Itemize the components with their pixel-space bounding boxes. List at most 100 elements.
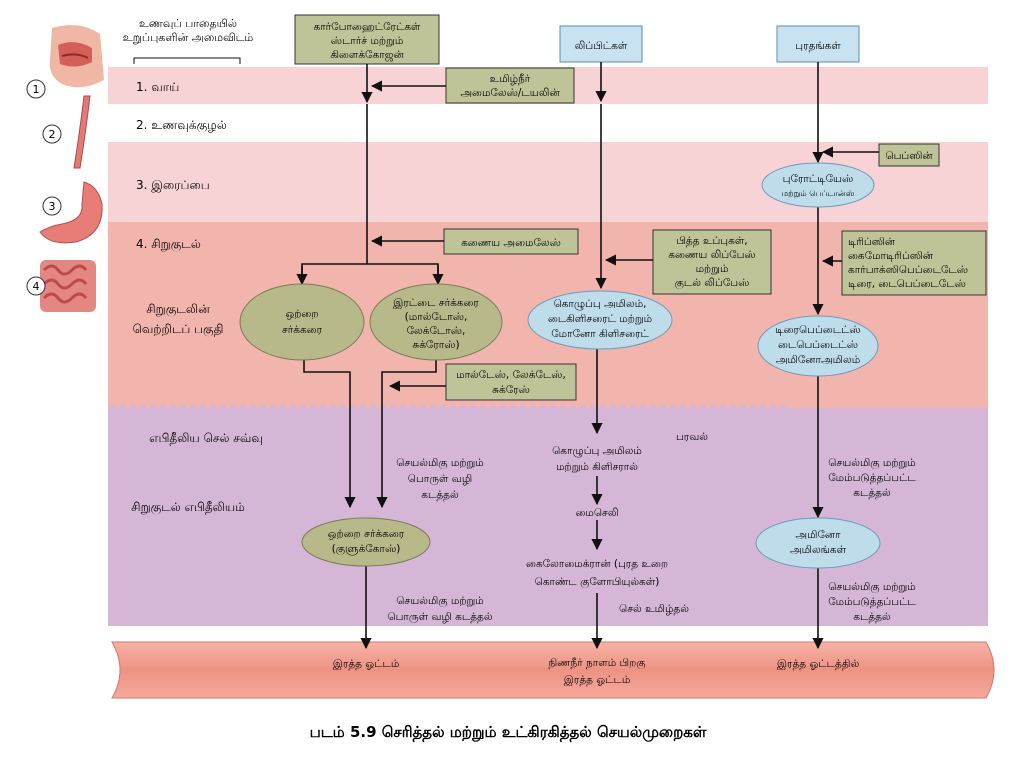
zone-epithelial-border: எபிதீலிய செல் சவ்வு xyxy=(149,431,263,445)
svg-text:கைலோமைக்ரான் (புரத உறை: கைலோமைக்ரான் (புரத உறை xyxy=(526,558,668,570)
zone-epithelium: சிறுகுடல் எபிதீலியம் xyxy=(131,500,245,515)
organ-number-4: 4 xyxy=(26,276,46,296)
svg-text:மால்டேஸ், லேக்டேஸ்,: மால்டேஸ், லேக்டேஸ், xyxy=(456,369,566,381)
svg-text:செயல்மிகு மற்றும்: செயல்மிகு மற்றும் xyxy=(828,581,916,595)
svg-text:கைமோடிரிப்ஸின்: கைமோடிரிப்ஸின் xyxy=(848,250,934,262)
blood-protein-label: இரத்த ஓட்டத்தில் xyxy=(777,658,860,670)
active-transport-glucose: செயல்மிகு மற்றும் பொருள் வழி கடத்தல் xyxy=(387,595,492,623)
svg-text:சுக்ரோஸ்): சுக்ரோஸ்) xyxy=(412,339,459,351)
svg-text:ஸ்டார்ச் மற்றும்: ஸ்டார்ச் மற்றும் xyxy=(331,35,404,47)
svg-text:மேம்படுத்தப்பட்ட: மேம்படுத்தப்பட்ட xyxy=(828,596,916,608)
svg-text:புரதங்கள்: புரதங்கள் xyxy=(795,40,841,52)
svg-text:கார்போஹைட்ரேட்கள்: கார்போஹைட்ரேட்கள் xyxy=(313,21,421,33)
svg-text:கடத்தல்: கடத்தல் xyxy=(421,489,459,501)
fatty-acid-glycerol: கொழுப்பு அமிலம் மற்றும் கிளிசரால் xyxy=(552,445,642,473)
villi-edge xyxy=(108,404,988,430)
blood-lymph-line2: இரத்த ஓட்டம் xyxy=(564,674,631,686)
svg-text:டிரைபெப்டைட்ஸ்: டிரைபெப்டைட்ஸ் xyxy=(775,324,861,336)
pepsin-box: பெப்ஸின் xyxy=(878,143,940,167)
svg-text:கடத்தல்: கடத்தல் xyxy=(853,611,891,623)
figure-caption: படம் 5.9 செரித்தல் மற்றும் உட்கிரகித்தல்… xyxy=(310,723,707,742)
svg-text:டைகிளிசரைட் மற்றும்: டைகிளிசரைட் மற்றும் xyxy=(548,313,653,325)
svg-text:பித்த உப்புகள்,: பித்த உப்புகள், xyxy=(676,235,747,247)
svg-text:புரோட்டியேஸ்: புரோட்டியேஸ் xyxy=(783,173,854,185)
organ-number-2: 2 xyxy=(42,124,62,144)
active-transport-carb: செயல்மிகு மற்றும் பொருள் வழி கடத்தல் xyxy=(396,457,484,501)
svg-text:ஒற்றை: ஒற்றை xyxy=(285,308,318,320)
active-transport-protein: செயல்மிகு மற்றும் மேம்படுத்தப்பட்ட கடத்த… xyxy=(828,457,916,499)
lipase-box: பித்த உப்புகள், கணைய லிப்பேஸ் மற்றும் கு… xyxy=(652,229,772,295)
svg-text:டைபெப்டைட்ஸ்: டைபெப்டைட்ஸ் xyxy=(778,339,859,351)
svg-text:டிரிப்ஸின்: டிரிப்ஸின் xyxy=(848,236,896,248)
svg-text:4: 4 xyxy=(33,280,40,293)
peptide-oval: டிரைபெப்டைட்ஸ் டைபெப்டைட்ஸ் அமினோஅமிலம் xyxy=(757,315,879,377)
svg-text:பொருள் வழி கடத்தல்: பொருள் வழி கடத்தல் xyxy=(387,611,492,623)
disaccharide-oval: இரட்டை சர்க்கரை (மால்டோஸ், லேக்டோஸ், சுக… xyxy=(369,283,503,361)
svg-text:பொருள் வழி: பொருள் வழி xyxy=(408,473,472,485)
protein-box: புரதங்கள் xyxy=(776,25,860,63)
svg-text:குடல் லிப்பேஸ்: குடல் லிப்பேஸ் xyxy=(675,277,750,291)
svg-text:(குளுக்கோஸ்): (குளுக்கோஸ்) xyxy=(332,543,401,557)
svg-text:அமிலங்கள்: அமிலங்கள் xyxy=(790,544,847,556)
svg-text:அமினோ: அமினோ xyxy=(795,529,841,541)
svg-text:அமினோஅமிலம்: அமினோஅமிலம் xyxy=(776,354,861,366)
zone-lumen-line2: வெற்றிடப் பகுதி xyxy=(133,322,224,336)
svg-text:செயல்மிகு மற்றும்: செயல்மிகு மற்றும் xyxy=(828,457,916,471)
organ-number-1: 1 xyxy=(26,79,46,99)
svg-text:சுக்ரேஸ்: சுக்ரேஸ் xyxy=(492,384,530,396)
svg-text:சர்க்கரை: சர்க்கரை xyxy=(282,324,323,336)
organs-heading-line2: உறுப்புகளின் அமைவிடம் xyxy=(123,31,254,44)
svg-text:அமைலேஸ்/டயலின்: அமைலேஸ்/டயலின் xyxy=(460,87,560,99)
monosaccharide-oval: ஒற்றை சர்க்கரை xyxy=(239,283,365,361)
organ-number-3: 3 xyxy=(42,196,62,216)
disaccharidase-box: மால்டேஸ், லேக்டேஸ், சுக்ரேஸ் xyxy=(445,363,577,401)
diffusion-label: பரவல் xyxy=(676,431,708,443)
blood-lymph-line1: நிணநீர் நாளம் பிறகு xyxy=(548,657,646,671)
active-transport-amino: செயல்மிகு மற்றும் மேம்படுத்தப்பட்ட கடத்த… xyxy=(828,581,916,623)
svg-text:கொழுப்பு அமிலம்,: கொழுப்பு அமிலம், xyxy=(553,298,646,311)
svg-text:ஒற்றை சர்க்கரை: ஒற்றை சர்க்கரை xyxy=(328,528,405,540)
svg-text:லேக்டோஸ்,: லேக்டோஸ், xyxy=(407,325,466,337)
svg-text:மேம்படுத்தப்பட்ட: மேம்படுத்தப்பட்ட xyxy=(828,472,916,484)
chylomicron-label: கைலோமைக்ரான் (புரத உறை கொண்ட குளோபியுல்க… xyxy=(526,558,668,590)
face-icon xyxy=(49,25,104,88)
blood-carb-label: இரத்த ஓட்டம் xyxy=(333,658,400,670)
svg-text:கணைய லிப்பேஸ்: கணைய லிப்பேஸ் xyxy=(668,249,756,261)
svg-text:மோனோ கிளிசரைட்: மோனோ கிளிசரைட் xyxy=(551,328,649,340)
svg-text:டிரை, டைபெப்டைடேஸ்: டிரை, டைபெப்டைடேஸ் xyxy=(848,278,967,290)
svg-text:செயல்மிகு மற்றும்: செயல்மிகு மற்றும் xyxy=(396,595,484,609)
svg-text:மற்றும்: மற்றும் xyxy=(696,263,729,275)
svg-text:1: 1 xyxy=(33,83,40,96)
svg-text:பெப்ஸின்: பெப்ஸின் xyxy=(885,150,933,162)
intestine-icon xyxy=(40,260,96,312)
svg-text:லிப்பிட்கள்: லிப்பிட்கள் xyxy=(575,40,628,52)
stomach-icon xyxy=(39,181,103,244)
fatty-acid-oval: கொழுப்பு அமிலம், டைகிளிசரைட் மற்றும் மோன… xyxy=(527,290,673,350)
blood-vessel xyxy=(111,641,995,699)
protease-box: டிரிப்ஸின் கைமோடிரிப்ஸின் கார்பாக்ஸிபெப்… xyxy=(841,230,987,296)
svg-text:கொண்ட குளோபியுல்கள்): கொண்ட குளோபியுல்கள்) xyxy=(535,576,660,590)
exocytosis-label: செல் உமிழ்தல் xyxy=(619,603,689,615)
organ-label-intestine: 4. சிறுகுடல் xyxy=(136,237,201,252)
svg-text:மற்றும் கிளிசரால்: மற்றும் கிளிசரால் xyxy=(556,461,638,473)
micelle-label: மைசெலி xyxy=(575,507,618,519)
proteose-peptone-oval: புரோட்டியேஸ் மற்றும் பெப்டான்ஸ் xyxy=(761,162,875,208)
svg-text:(மால்டோஸ்,: (மால்டோஸ், xyxy=(405,311,468,323)
svg-text:கடத்தல்: கடத்தல் xyxy=(853,487,891,499)
esophagus-icon xyxy=(73,95,91,169)
zone-lumen-line1: சிறுகுடலின் xyxy=(146,302,210,317)
organ-label-esophagus: 2. உணவுக்குழல் xyxy=(136,118,227,132)
svg-text:3: 3 xyxy=(49,200,56,213)
svg-text:உமிழ்நீர்: உமிழ்நீர் xyxy=(490,73,531,85)
organs-heading-line1: உணவுப் பாதையில் xyxy=(139,17,237,30)
epithelium-region xyxy=(108,408,988,626)
svg-text:மற்றும் பெப்டான்ஸ்: மற்றும் பெப்டான்ஸ் xyxy=(782,189,855,199)
lipid-box: லிப்பிட்கள் xyxy=(559,25,643,63)
heading-bracket xyxy=(133,57,241,64)
svg-text:2: 2 xyxy=(49,128,56,141)
carbohydrate-box: கார்போஹைட்ரேட்கள் ஸ்டார்ச் மற்றும் கிளைக… xyxy=(294,14,440,65)
glucose-oval: ஒற்றை சர்க்கரை (குளுக்கோஸ்) xyxy=(301,517,431,567)
svg-text:இரட்டை சர்க்கரை: இரட்டை சர்க்கரை xyxy=(393,297,479,309)
svg-text:செயல்மிகு மற்றும்: செயல்மிகு மற்றும் xyxy=(396,457,484,471)
